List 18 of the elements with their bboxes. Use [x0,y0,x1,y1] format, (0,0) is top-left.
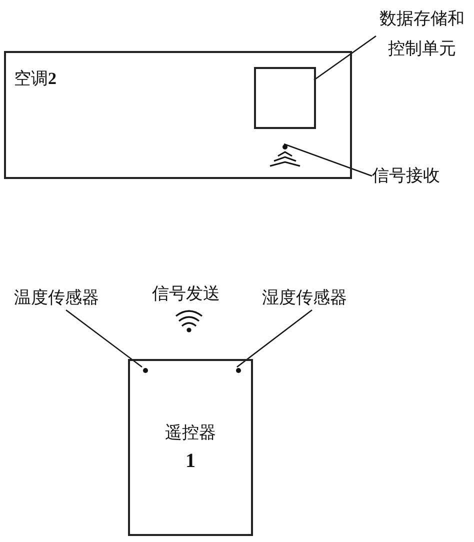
leader-line [236,309,312,368]
signal-receiver-icon [269,144,299,166]
sensor-dot [143,368,148,373]
callout-text: 信号接收 [372,166,462,188]
leader-line [284,143,372,177]
leader-line [66,309,142,368]
signal-label: 信号发送 [152,284,220,304]
callout-text: 数据存储和控制单元 [376,4,468,64]
sensor-dot [236,368,241,373]
device-label: 空调2 [14,69,56,89]
device-label: 遥控器 [164,423,217,443]
callout-text: 温度传感器 [14,288,118,310]
air-conditioner-box [4,51,352,179]
reference-number: 1 [184,451,196,471]
leader-line [314,35,376,81]
callout-text: 湿度传感器 [262,288,366,310]
remote-control-box [128,359,253,536]
unit-box [254,67,316,129]
